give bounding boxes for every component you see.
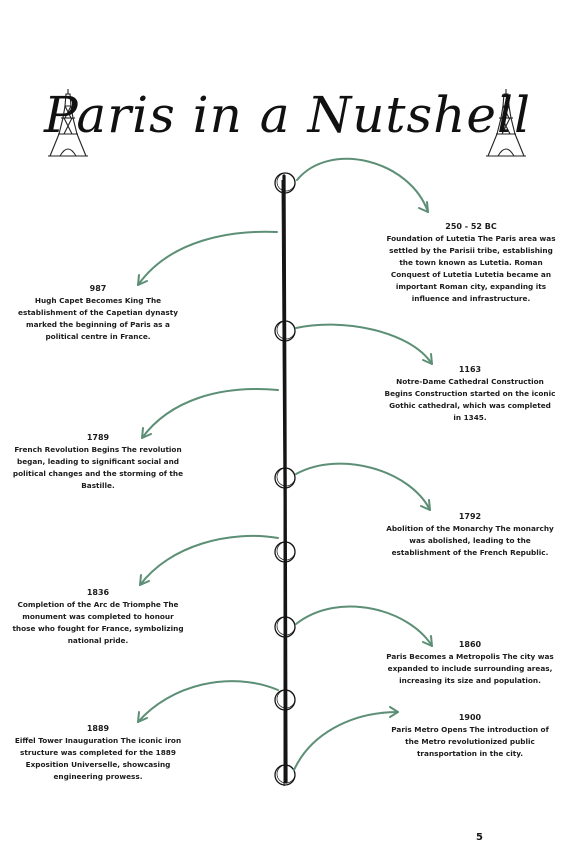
event-year: 1889: [86, 724, 110, 733]
event-description: Abolition of the Monarchy The monarchy w…: [386, 524, 554, 557]
event-description: Notre-Dame Cathedral Construction Begins…: [384, 377, 556, 422]
event-year: 987: [89, 284, 107, 293]
timeline-node-sketch: [276, 172, 296, 192]
event-year: 1900: [458, 713, 482, 722]
curved-arrow: [141, 388, 279, 439]
arrow-head: [137, 274, 148, 286]
eiffel-tower-icon: [486, 89, 526, 157]
arrow-head: [420, 499, 431, 511]
curved-arrow: [137, 230, 278, 286]
event-description: Eiffel Tower Inauguration The iconic iro…: [14, 736, 182, 781]
curved-arrow: [295, 605, 433, 647]
timeline-node-sketch: [276, 320, 296, 340]
arrow-head: [137, 711, 148, 723]
timeline-node-sketch: [276, 467, 296, 487]
event-year: 1836: [86, 588, 110, 597]
arrow-head: [422, 353, 433, 365]
curved-arrow: [295, 462, 431, 511]
curved-arrow: [139, 534, 279, 586]
event-year: 250 - 52 BC: [445, 222, 497, 231]
curved-arrow: [293, 711, 399, 771]
timeline-event: 250 - 52 BC Foundation of Lutetia The Par…: [385, 221, 557, 305]
timeline-node-sketch: [276, 541, 296, 561]
page-number: 5: [476, 832, 483, 843]
event-description: Paris Becomes a Metropolis The city was …: [386, 652, 554, 685]
eiffel-tower-icon: [48, 89, 88, 157]
arrow-head: [389, 706, 399, 718]
curved-arrow: [296, 157, 429, 213]
event-year: 1792: [458, 512, 482, 521]
arrow-head: [418, 201, 429, 213]
arrow-head: [141, 427, 152, 439]
timeline-node-sketch: [276, 689, 296, 709]
timeline-line: [282, 174, 288, 784]
curved-arrow: [295, 323, 433, 365]
arrow-head: [422, 635, 433, 647]
arrow-head: [139, 574, 150, 586]
event-description: Hugh Capet Becomes King The establishmen…: [18, 296, 178, 341]
event-year: 1860: [458, 640, 482, 649]
event-description: French Revolution Begins The revolution …: [12, 445, 184, 490]
timeline-node-sketch: [276, 764, 296, 784]
event-year: 1163: [458, 365, 482, 374]
curved-arrow: [137, 680, 279, 723]
event-description: Paris Metro Opens The introduction of th…: [391, 725, 549, 758]
event-description: Completion of the Arc de Triomphe The mo…: [12, 600, 184, 645]
page-title: Paris in a Nutshell: [44, 86, 531, 144]
timeline-node-sketch: [276, 616, 296, 636]
event-description: Foundation of Lutetia The Paris area was…: [386, 234, 556, 303]
event-year: 1789: [86, 433, 110, 442]
